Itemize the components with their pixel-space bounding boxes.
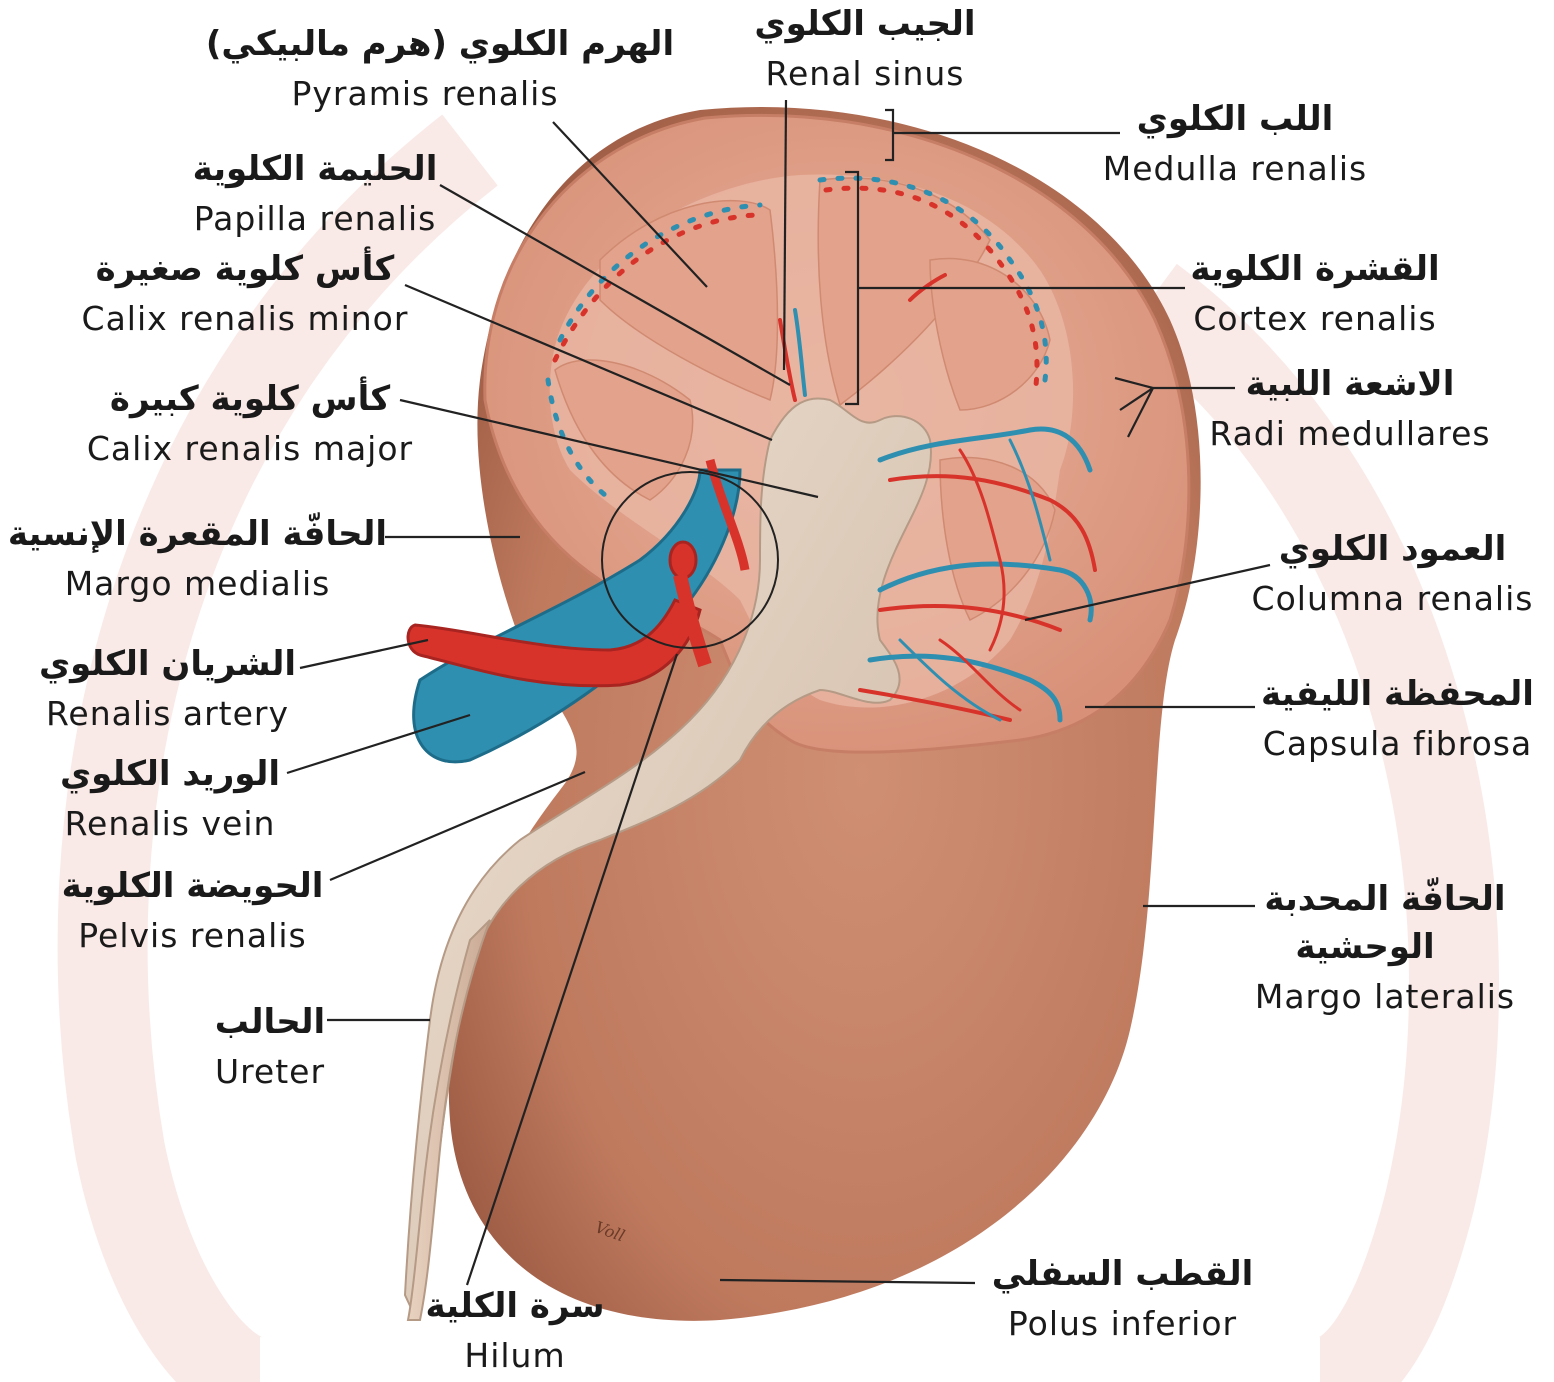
label-ar: الجيب الكلوي <box>720 0 1010 48</box>
label-ar: كأس كلوية صغيرة <box>60 245 430 293</box>
label-papilla-renalis: الحليمة الكلوية Papilla renalis <box>170 145 460 245</box>
label-en: Calix renalis major <box>65 423 435 475</box>
label-ar: الاشعة اللبية <box>1190 360 1510 408</box>
label-ar: العمود الكلوي <box>1235 525 1550 573</box>
label-pelvis-renalis: الحويضة الكلوية Pelvis renalis <box>50 862 335 962</box>
label-ar-line1: الحافّة المحدبة <box>1235 875 1535 923</box>
label-en: Cortex renalis <box>1175 293 1455 345</box>
label-margo-medialis: الحافّة المقعرة الإنسية Margo medialis <box>5 510 390 610</box>
label-ar: الحافّة المقعرة الإنسية <box>5 510 390 558</box>
label-ar: اللب الكلوي <box>1080 95 1390 143</box>
label-ar: سرة الكلية <box>410 1282 620 1330</box>
label-ar: كأس كلوية كبيرة <box>65 375 435 423</box>
label-en: Columna renalis <box>1235 573 1550 625</box>
label-ar: الوريد الكلوي <box>40 750 300 798</box>
label-ureter: الحالب Ureter <box>200 998 340 1098</box>
label-en: Renalis artery <box>25 688 310 740</box>
label-en: Polus inferior <box>980 1298 1265 1350</box>
label-calix-minor: كأس كلوية صغيرة Calix renalis minor <box>60 245 430 345</box>
label-en: Margo medialis <box>5 558 390 610</box>
label-polus-inferior: القطب السفلي Polus inferior <box>980 1250 1265 1350</box>
label-ar: الشريان الكلوي <box>25 640 310 688</box>
label-radi-medullares: الاشعة اللبية Radi medullares <box>1190 360 1510 460</box>
label-ar: القشرة الكلوية <box>1175 245 1455 293</box>
label-calix-major: كأس كلوية كبيرة Calix renalis major <box>65 375 435 475</box>
label-cortex-renalis: القشرة الكلوية Cortex renalis <box>1175 245 1455 345</box>
label-en: Ureter <box>200 1046 340 1098</box>
label-pyramis-renalis: الهرم الكلوي (هرم مالبيكي) Pyramis renal… <box>190 20 690 120</box>
label-ar: المحفظة الليفية <box>1245 670 1550 718</box>
label-en: Papilla renalis <box>170 193 460 245</box>
label-margo-lateralis: الحافّة المحدبة الوحشية Margo lateralis <box>1235 875 1535 1023</box>
label-en: Hilum <box>410 1330 620 1382</box>
label-columna-renalis: العمود الكلوي Columna renalis <box>1235 525 1550 625</box>
label-ar: الحالب <box>200 998 340 1046</box>
label-ar-line2: الوحشية <box>1235 923 1535 971</box>
label-ar: الحليمة الكلوية <box>170 145 460 193</box>
label-en: Renalis vein <box>40 798 300 850</box>
label-medulla-renalis: اللب الكلوي Medulla renalis <box>1080 95 1390 195</box>
label-capsula-fibrosa: المحفظة الليفية Capsula fibrosa <box>1245 670 1550 770</box>
label-renal-sinus: الجيب الكلوي Renal sinus <box>720 0 1010 100</box>
label-ar: القطب السفلي <box>980 1250 1265 1298</box>
label-ar: الهرم الكلوي (هرم مالبيكي) <box>190 20 690 68</box>
label-en: Medulla renalis <box>1080 143 1390 195</box>
label-en: Pyramis renalis <box>190 68 690 120</box>
label-ar: الحويضة الكلوية <box>50 862 335 910</box>
label-en: Pelvis renalis <box>50 910 335 962</box>
label-renalis-vein: الوريد الكلوي Renalis vein <box>40 750 300 850</box>
label-en: Calix renalis minor <box>60 293 430 345</box>
label-en: Radi medullares <box>1190 408 1510 460</box>
label-hilum: سرة الكلية Hilum <box>410 1282 620 1382</box>
label-renalis-artery: الشريان الكلوي Renalis artery <box>25 640 310 740</box>
label-en: Margo lateralis <box>1235 971 1535 1023</box>
label-en: Capsula fibrosa <box>1245 718 1550 770</box>
label-en: Renal sinus <box>720 48 1010 100</box>
